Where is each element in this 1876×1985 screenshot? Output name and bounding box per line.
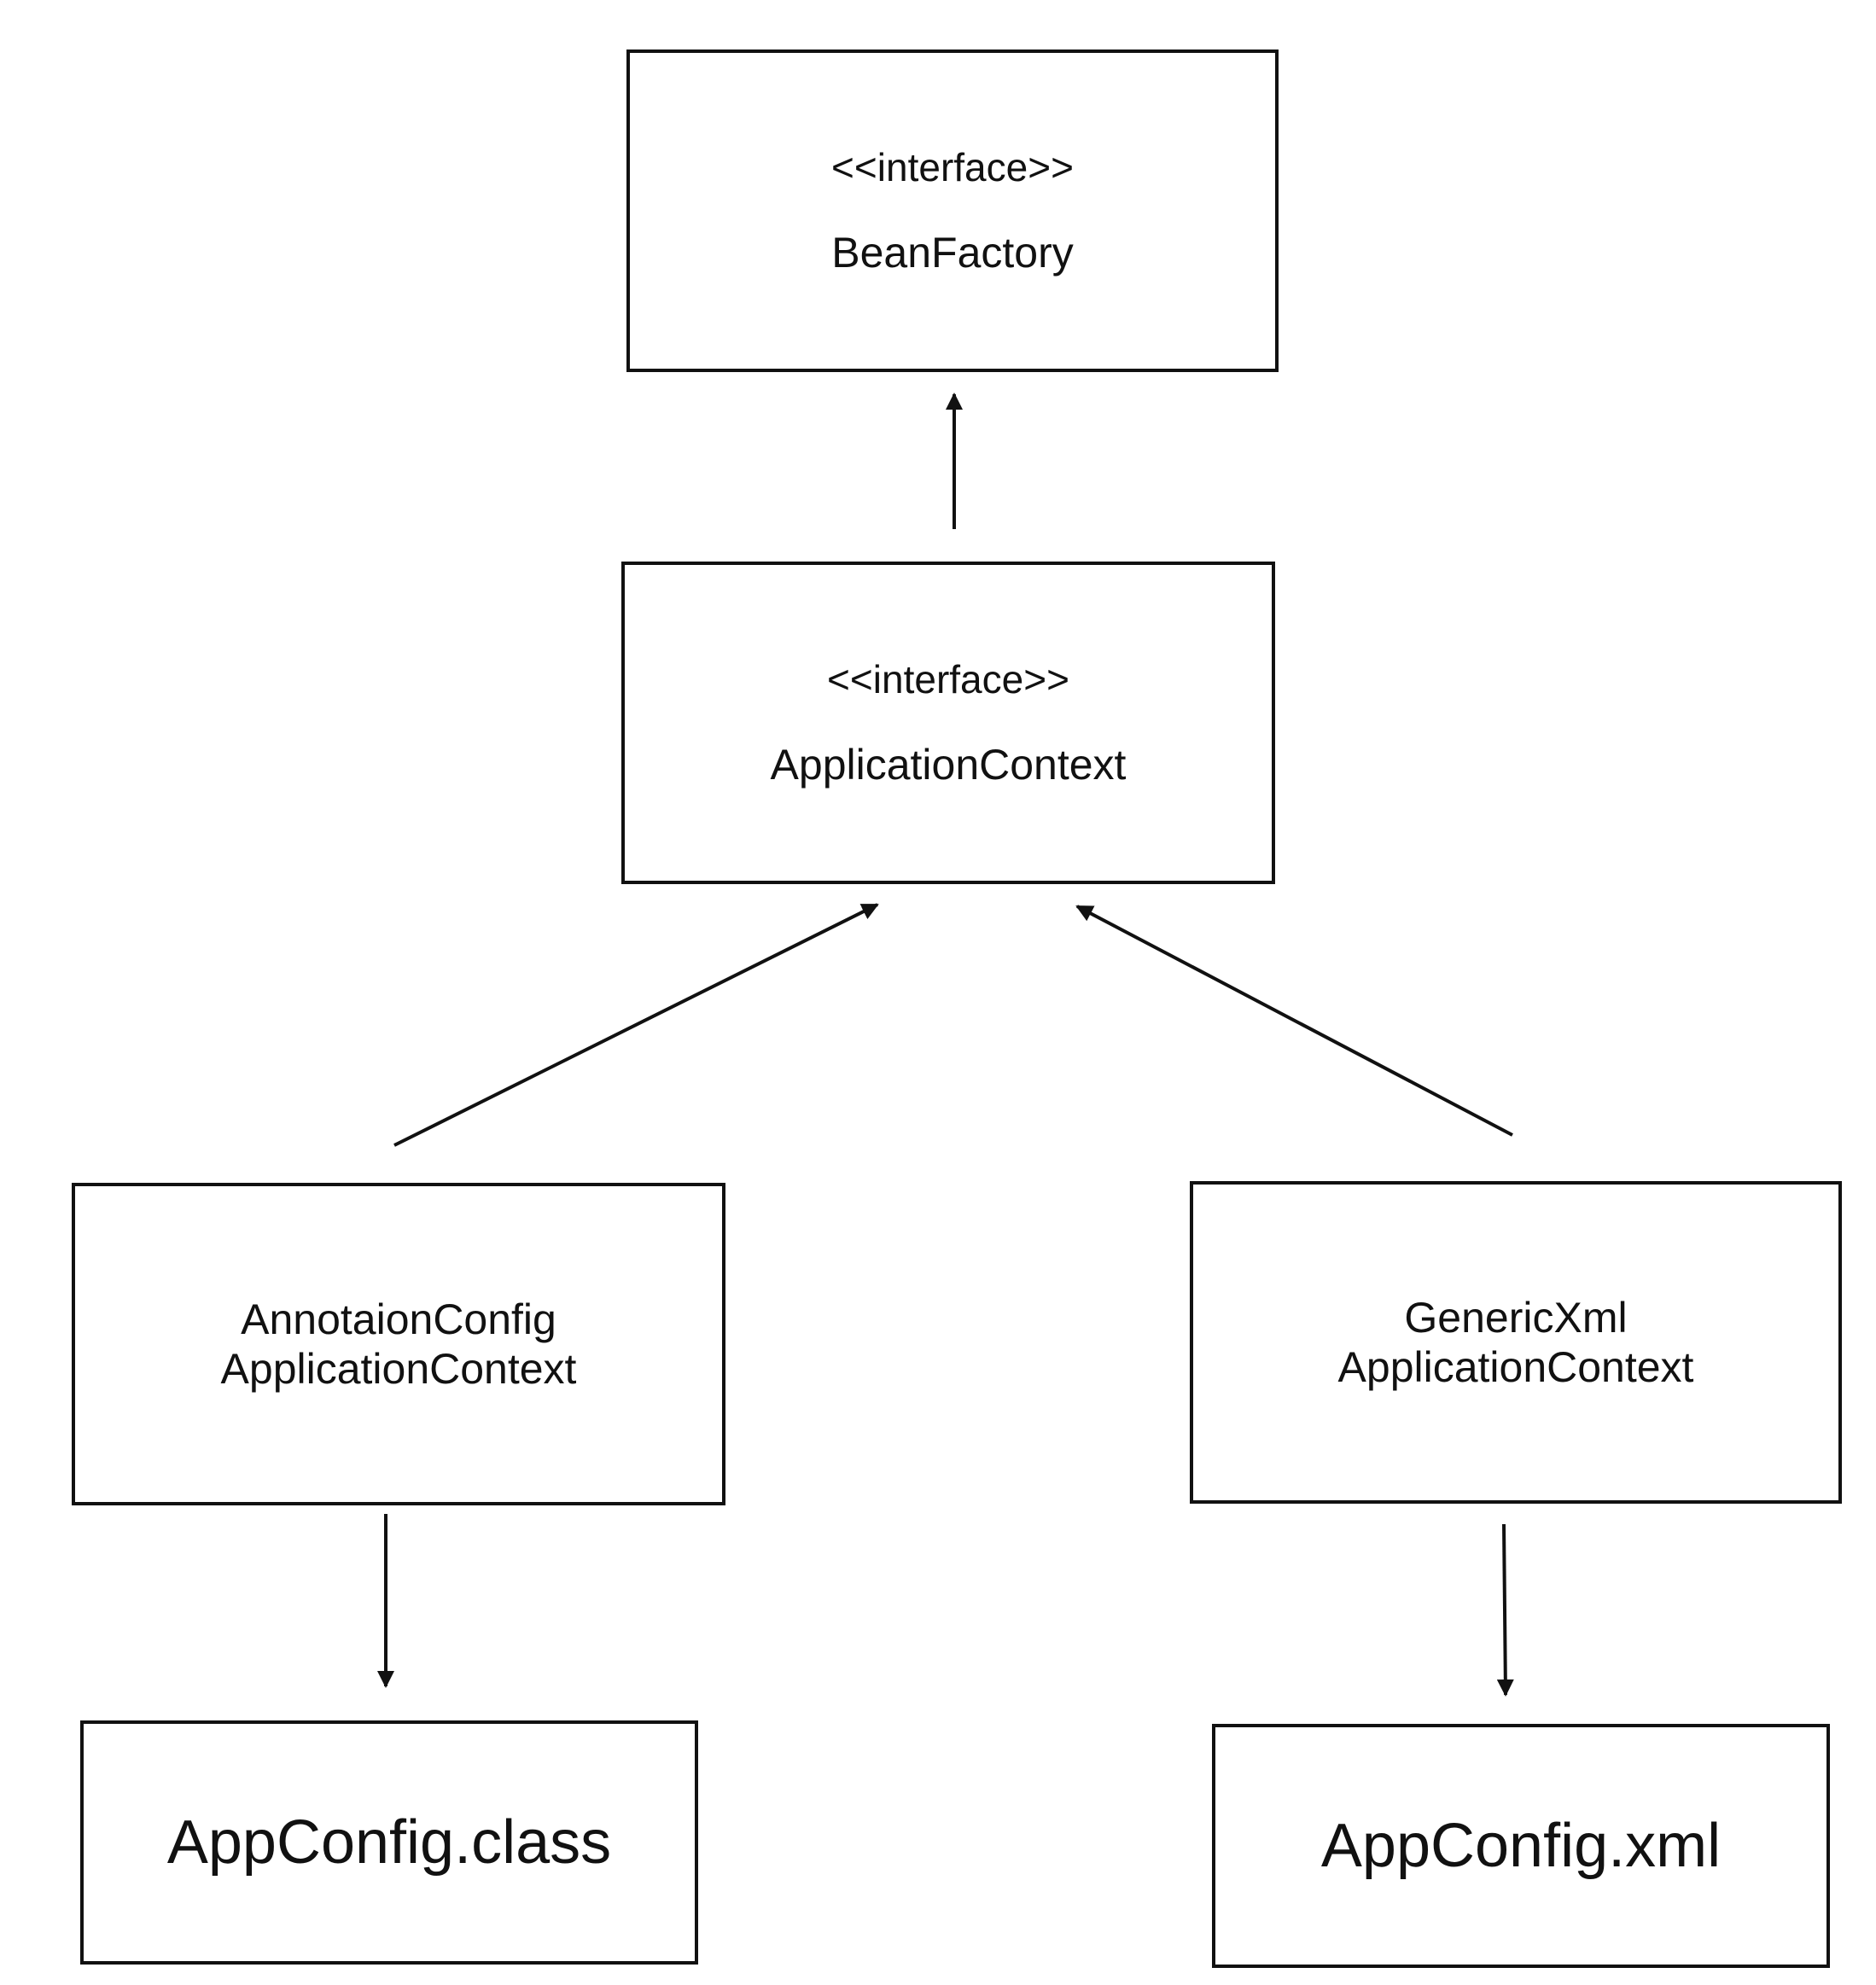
app-config-xml-box: AppConfig.xml	[1212, 1724, 1830, 1968]
application-context-name: ApplicationContext	[770, 741, 1127, 789]
annotation-config-line2: ApplicationContext	[220, 1345, 577, 1393]
arrow-xml-to-appctx	[1075, 905, 1513, 1137]
annotation-config-line1: AnnotaionConfig	[241, 1295, 556, 1343]
bean-factory-box: <<interface>> BeanFactory	[626, 49, 1279, 372]
arrow-annot-to-appctx	[393, 903, 879, 1147]
app-config-class-box: AppConfig.class	[80, 1720, 698, 1965]
generic-xml-context-box: GenericXml ApplicationContext	[1190, 1181, 1842, 1504]
annotation-config-context-box: AnnotaionConfig ApplicationContext	[72, 1183, 725, 1505]
bean-factory-stereotype: <<interface>>	[831, 145, 1074, 189]
generic-xml-line2: ApplicationContext	[1337, 1343, 1694, 1391]
application-context-stereotype: <<interface>>	[827, 657, 1069, 701]
bean-factory-name: BeanFactory	[831, 229, 1074, 277]
arrow-xml-to-appxml	[1496, 1523, 1514, 1697]
app-config-class-label: AppConfig.class	[166, 1808, 612, 1877]
generic-xml-line1: GenericXml	[1404, 1294, 1628, 1342]
application-context-box: <<interface>> ApplicationContext	[621, 562, 1275, 884]
app-config-xml-label: AppConfig.xml	[1320, 1812, 1722, 1880]
